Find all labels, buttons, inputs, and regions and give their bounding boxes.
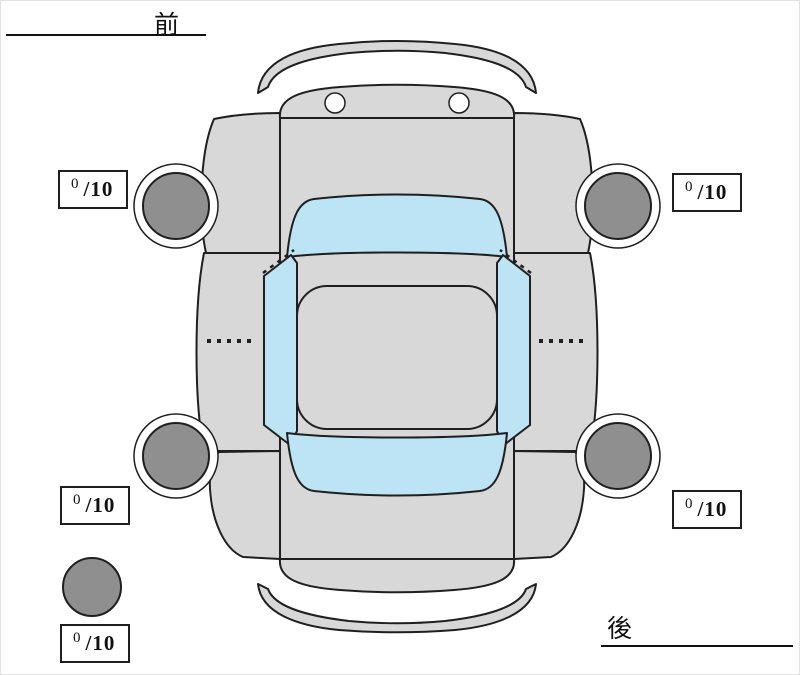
front-cowl-circle-right	[448, 92, 470, 114]
wheel-front-right	[584, 172, 652, 240]
tread-depth-rear-left[interactable]: 0 /10	[60, 486, 130, 525]
tread-depth-rear-right-value: 0	[685, 496, 693, 512]
tread-depth-rear-left-unit: /10	[85, 493, 116, 517]
roof-panel	[296, 285, 498, 430]
pillar-dashes-left	[262, 248, 295, 275]
wheel-rear-right	[584, 422, 652, 490]
tread-depth-spare-unit: /10	[85, 631, 116, 655]
tread-depth-spare[interactable]: 0 /10	[60, 624, 130, 663]
tread-depth-front-left[interactable]: 0 /10	[58, 170, 128, 209]
rear-label: 後	[607, 614, 633, 643]
front-cowl-circle-left	[324, 92, 346, 114]
rear-glass	[286, 432, 508, 497]
tread-depth-front-right-value: 0	[685, 179, 693, 195]
left-quarter-panel	[208, 450, 281, 560]
spare-tire	[62, 557, 122, 617]
tread-depth-front-left-unit: /10	[83, 177, 114, 201]
tread-depth-rear-left-value: 0	[73, 492, 81, 508]
left-side-glass	[263, 254, 298, 446]
front-bumper	[257, 40, 537, 94]
rear-panel	[278, 558, 516, 594]
wheel-front-left	[142, 172, 210, 240]
tread-depth-front-right-unit: /10	[697, 180, 728, 204]
rear-bumper	[257, 583, 537, 634]
wheel-rear-left	[142, 422, 210, 490]
pillar-dashes-right	[499, 248, 532, 275]
windshield-glass	[286, 193, 508, 258]
right-front-fender	[513, 112, 594, 254]
right-side-glass	[496, 254, 531, 446]
tread-depth-rear-right-unit: /10	[697, 497, 728, 521]
rear-underline	[601, 645, 793, 647]
tread-depth-front-left-value: 0	[71, 176, 79, 192]
tread-depth-rear-right[interactable]: 0 /10	[672, 490, 742, 529]
tread-depth-front-right[interactable]: 0 /10	[672, 173, 742, 212]
tread-depth-spare-value: 0	[73, 630, 81, 646]
front-cowl-panel	[278, 83, 516, 119]
left-front-fender	[200, 112, 281, 254]
right-quarter-panel	[513, 450, 586, 560]
front-underline	[6, 34, 206, 36]
